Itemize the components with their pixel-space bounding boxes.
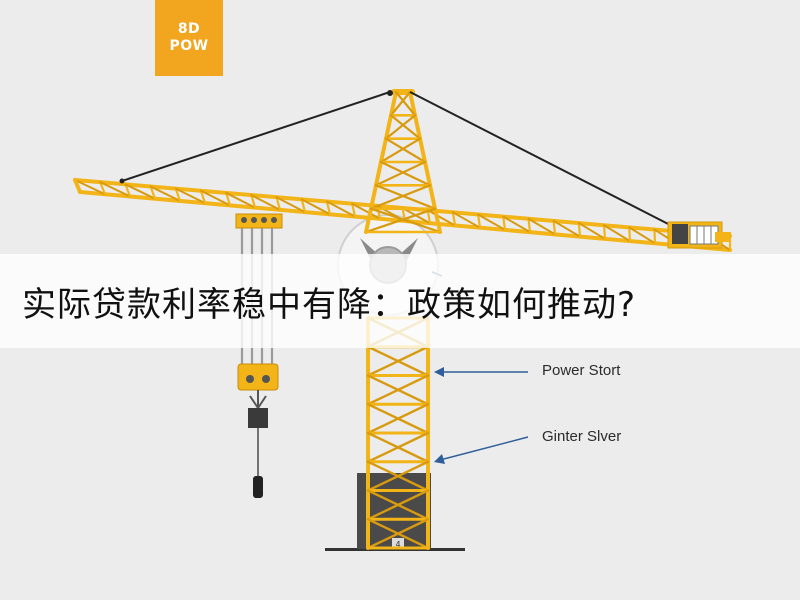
tower-mast: [366, 316, 430, 550]
brand-badge: 8D POW: [155, 0, 223, 76]
callout-label-power: Power Stort: [542, 362, 621, 379]
tower-top: [364, 89, 442, 234]
base-plate: [392, 538, 404, 548]
badge-line-1: 8D: [177, 21, 201, 37]
banner-title: 实际贷款利率稳中有降：政策如何推动?: [22, 284, 637, 325]
counterweight: [667, 221, 731, 249]
hook: [253, 476, 263, 498]
trolley: [235, 213, 283, 229]
title-banner: 实际贷款利率稳中有降：政策如何推动?: [0, 254, 800, 348]
callout-arrow-ginter: [434, 436, 529, 464]
badge-line-2: POW: [169, 38, 209, 54]
callout-arrow-power: [434, 367, 528, 377]
pendant-cable-right: [409, 91, 677, 229]
pendant-cable-left: [121, 91, 391, 182]
base-plate-label: 4: [395, 540, 400, 549]
hook-block: [237, 363, 279, 498]
callout-label-ginter: Ginter Slver: [542, 428, 622, 445]
